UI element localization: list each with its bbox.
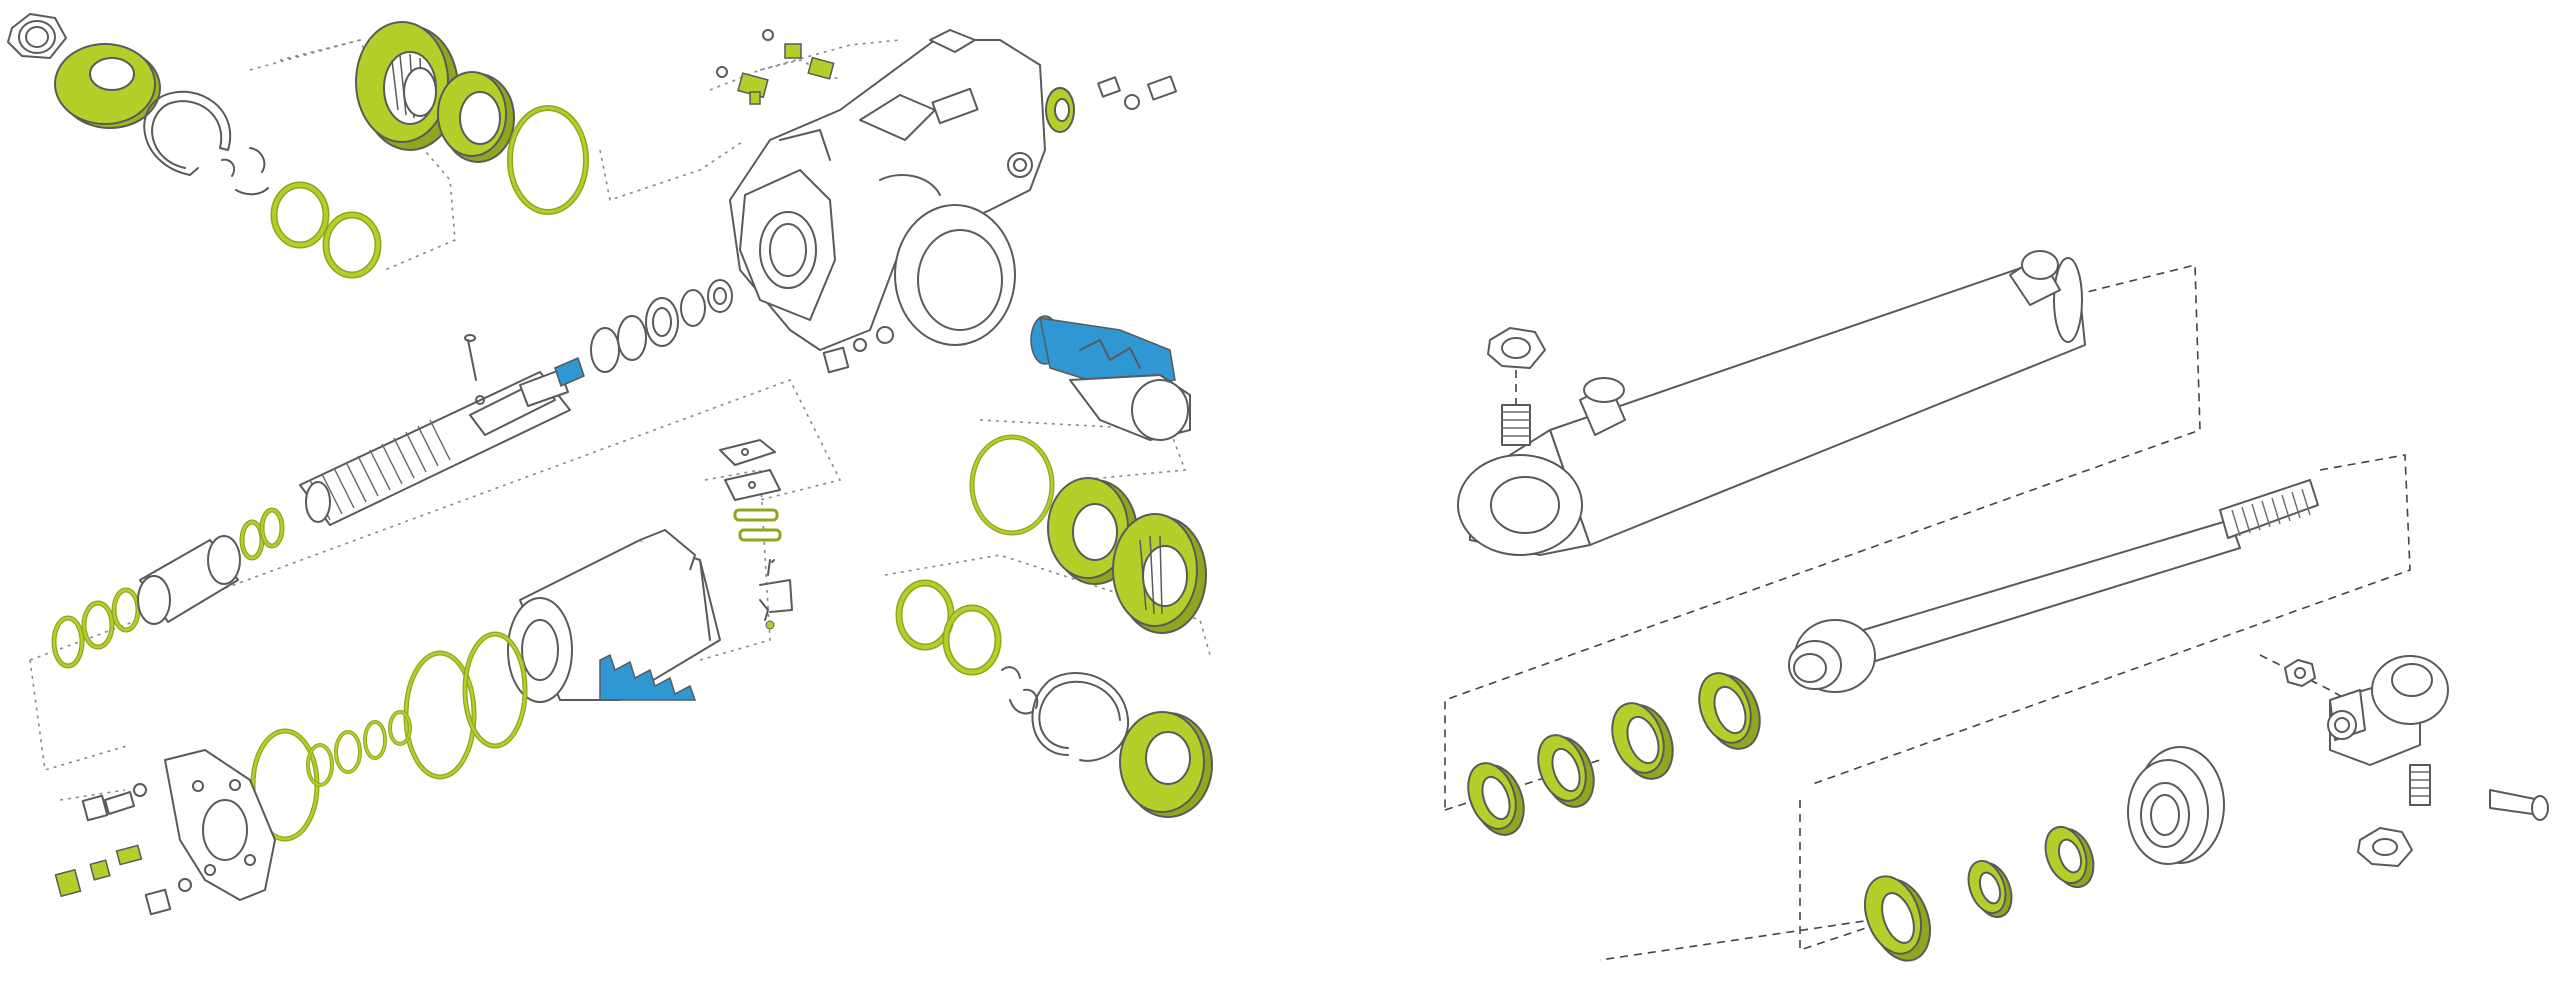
retainer-clips-right (1001, 666, 1039, 715)
o-rings-small-lower (306, 710, 412, 787)
adjuster-screw (54, 844, 143, 898)
piston-seals (1863, 825, 2095, 962)
o-ring-pair-right (895, 579, 1002, 676)
retainer-clips (221, 147, 269, 196)
needle-bearing-upper (355, 21, 459, 151)
clamp-bolt (2489, 789, 2549, 821)
ball-return-guide (719, 439, 793, 630)
piston-rod (1788, 479, 2319, 693)
hydraulic-cylinder-exploded-view (1444, 250, 2549, 962)
mounting-nut-bottom (2357, 827, 2413, 867)
lock-nut-small (2284, 659, 2316, 687)
thrust-washer-seal (54, 43, 161, 129)
vent-fitting (1045, 75, 1178, 133)
o-ring-pair-upper (270, 181, 382, 279)
o-rings-large-lower (250, 631, 528, 842)
hex-nut (7, 13, 67, 59)
end-cover (164, 749, 276, 901)
shaft-rings (590, 279, 733, 373)
rack-piston (507, 529, 721, 703)
cover-bolts (81, 783, 192, 916)
sector-shaft (1030, 315, 1191, 441)
o-rings-left (51, 587, 141, 669)
mounting-stud (1501, 370, 1531, 446)
mounting-nut-top (1487, 327, 1546, 369)
steering-gear-exploded-view (7, 13, 1213, 916)
snap-ring (143, 90, 231, 176)
piston-head (2127, 746, 2225, 865)
ball-guide-sleeve (137, 535, 241, 625)
rod-end-eye (2327, 655, 2449, 806)
input-worm-shaft (299, 334, 585, 526)
gear-housing (729, 29, 1046, 351)
snap-ring-right (1031, 672, 1130, 762)
housing-bolts (822, 326, 894, 374)
needle-bearing-right (1112, 513, 1207, 634)
o-rings-mid-left (239, 507, 285, 561)
valve-fittings (716, 29, 835, 105)
o-ring-large-upper (507, 105, 589, 215)
thrust-washer-lower (1119, 711, 1213, 818)
cylinder-barrel (1457, 250, 2086, 556)
rod-seals (1467, 672, 1761, 836)
o-ring-right-large (969, 434, 1055, 536)
shaft-seal-upper (437, 71, 515, 163)
